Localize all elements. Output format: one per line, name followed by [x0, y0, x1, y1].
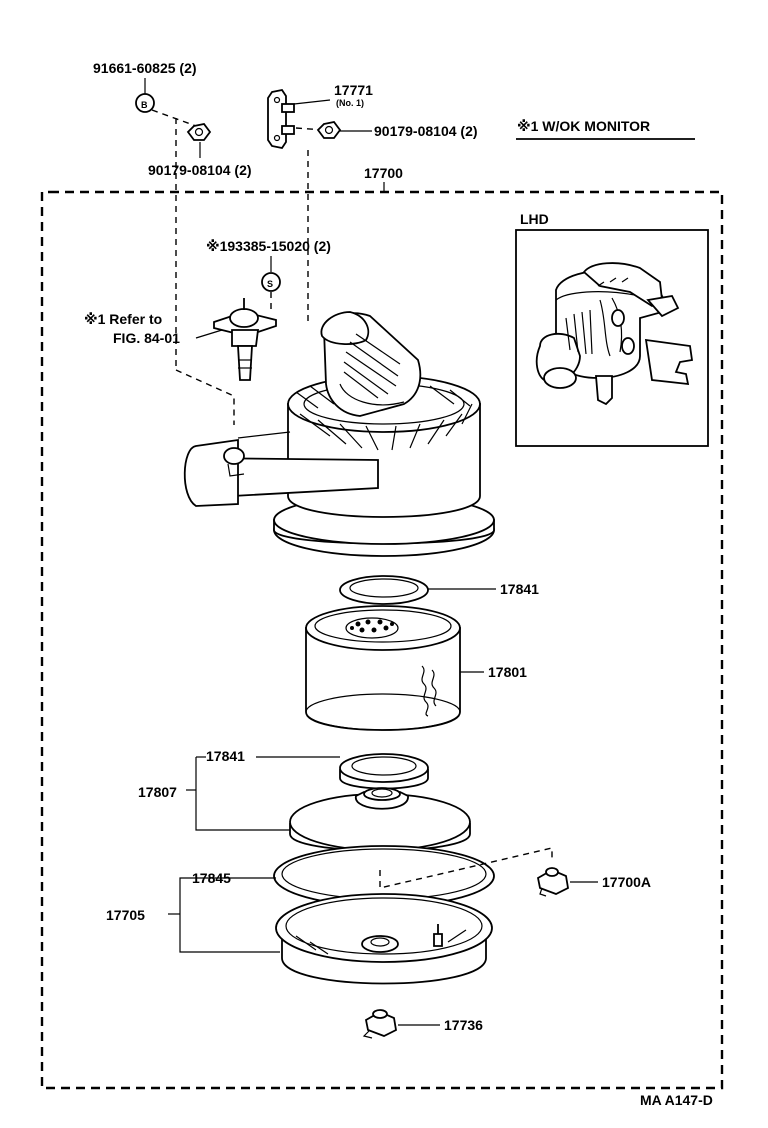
nut-90179-left	[186, 123, 212, 141]
label-17841-top: 17841	[500, 581, 539, 597]
gasket-17845	[273, 845, 495, 907]
svg-text:B: B	[141, 100, 148, 110]
label-refer-note-1: ※1 Refer to	[84, 311, 162, 327]
assembly-frame	[40, 190, 724, 1090]
label-17700: 17700	[364, 165, 403, 181]
figure-code: MA A147-D	[640, 1092, 713, 1108]
label-refer-note-2: FIG. 84-01	[113, 330, 180, 346]
label-17771-no1: (No. 1)	[336, 98, 364, 108]
svg-text:S: S	[267, 279, 273, 289]
lhd-inset-frame	[515, 229, 709, 447]
label-17736: 17736	[444, 1017, 483, 1033]
bolt-91661: B	[135, 93, 155, 113]
clamp-17736	[362, 1009, 397, 1039]
gasket-17841-top	[339, 575, 429, 605]
plate-17807	[289, 787, 471, 852]
label-90179-right: 90179-08104 (2)	[374, 123, 478, 139]
leader-17700a	[379, 847, 553, 889]
note-wok-monitor: ※1 W/OK MONITOR	[517, 118, 650, 134]
label-193385-15020: ※193385-15020 (2)	[206, 238, 331, 254]
air-cleaner-cap	[183, 311, 495, 557]
label-17705: 17705	[106, 907, 145, 923]
gasket-17841-bottom	[339, 753, 429, 790]
case-17705	[275, 893, 493, 985]
label-lhd: LHD	[520, 211, 549, 227]
nut-90179-right	[316, 121, 342, 139]
label-17700a: 17700A	[602, 874, 651, 890]
clamp-17700a	[536, 867, 569, 897]
lhd-air-cleaner-illustration	[535, 262, 694, 406]
vacuum-switch	[213, 298, 277, 381]
label-17771: 17771	[334, 82, 373, 98]
label-17801: 17801	[488, 664, 527, 680]
bracket-17771	[267, 88, 295, 150]
label-90179-left: 90179-08104 (2)	[148, 162, 252, 178]
screw-s-marker: S	[261, 272, 281, 292]
filter-element-17801	[305, 605, 461, 731]
label-91661-60825: 91661-60825 (2)	[93, 60, 197, 76]
label-17807: 17807	[138, 784, 177, 800]
label-17841-bottom: 17841	[206, 748, 245, 764]
